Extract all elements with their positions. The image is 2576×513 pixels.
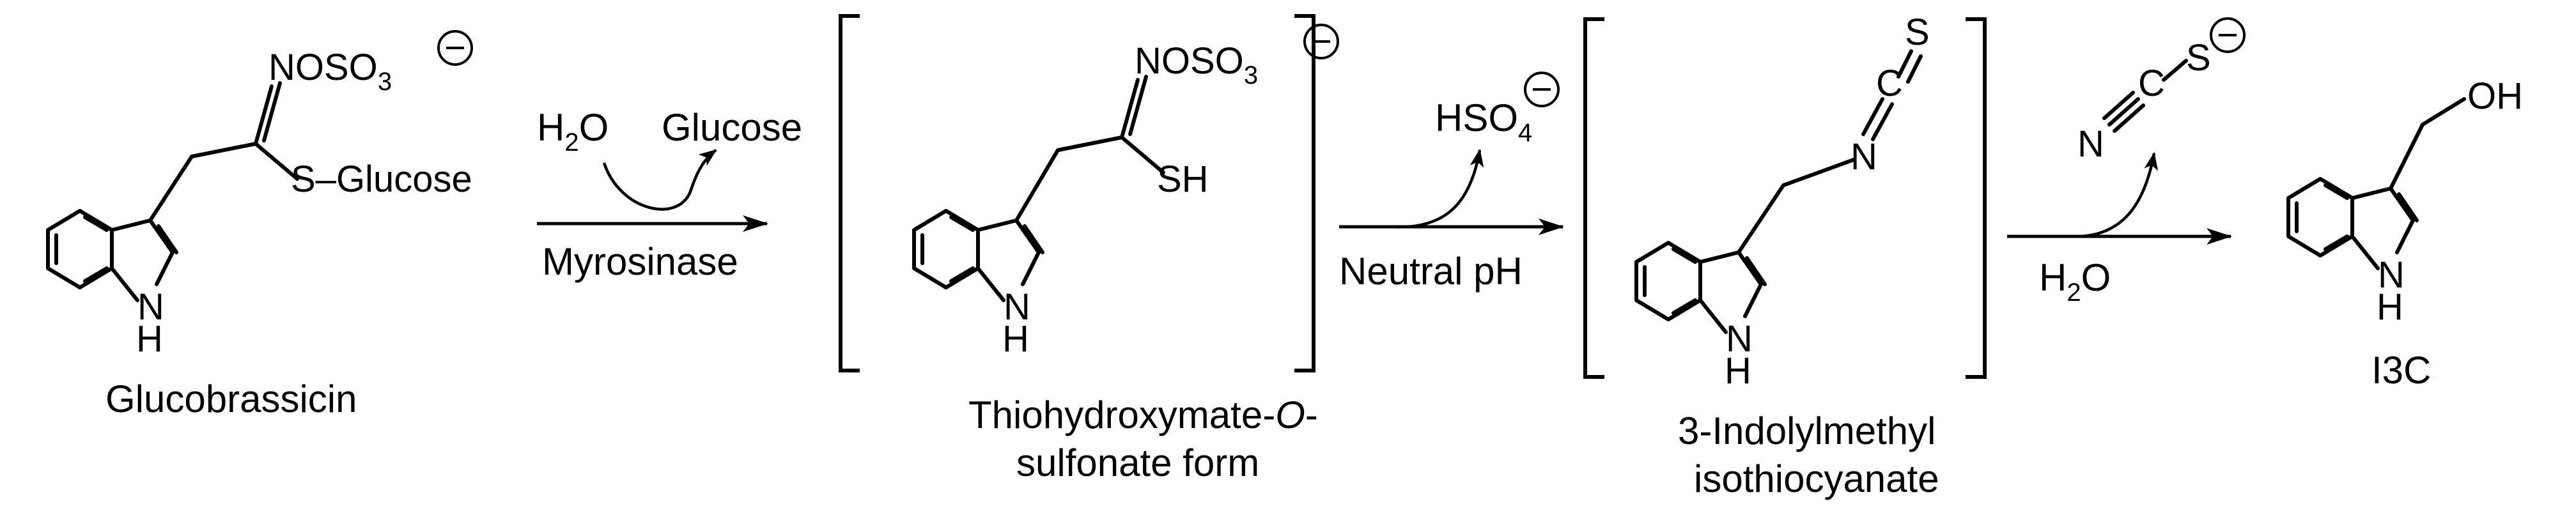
step2-byproduct: HSO4 bbox=[1435, 96, 1532, 147]
step3-byproduct-s: S bbox=[2186, 37, 2211, 79]
negative-charge-icon bbox=[2210, 17, 2246, 53]
step2-arrow bbox=[1339, 149, 1564, 235]
step3-byproduct-n: N bbox=[2077, 123, 2104, 165]
step3-byproduct bbox=[2102, 59, 2188, 133]
negative-charge-icon bbox=[1524, 72, 1560, 107]
isothiocyanate-nh-h: H bbox=[1725, 350, 1751, 392]
isothiocyanate-nh-n: N bbox=[1726, 318, 1753, 360]
intermediate1-bracket-left bbox=[839, 14, 860, 372]
isothiocyanate-s-atom: S bbox=[1905, 11, 1930, 53]
thiohydroximate-caption: Thiohydroxymate-O- sulfonate form bbox=[968, 394, 1318, 484]
step2-condition: Neutral pH bbox=[1339, 250, 1523, 293]
thiohydroximate-sh: SH bbox=[1157, 158, 1209, 200]
step1-catalyst: Myrosinase bbox=[542, 240, 738, 283]
thiohydroximate-structure bbox=[912, 75, 1165, 302]
isothiocyanate-structure bbox=[1634, 49, 1923, 334]
glucobrassicin-nh-n: N bbox=[137, 286, 164, 328]
glucobrassicin-nh-h: H bbox=[136, 318, 163, 360]
isothiocyanate-c-atom: C bbox=[1876, 63, 1903, 104]
indole-ring bbox=[46, 81, 299, 302]
step1-arrow bbox=[537, 149, 768, 232]
thiohydroximate-oxime-sulfate: NOSO3 bbox=[1135, 40, 1258, 89]
svg-text:Thiohydroxymate-O-: Thiohydroxymate-O- bbox=[968, 394, 1318, 436]
step3-byproduct-c: C bbox=[2138, 63, 2165, 104]
step3-arrow bbox=[2007, 152, 2232, 245]
glucobrassicin-oxime-sulfate: NOSO3 bbox=[268, 47, 392, 96]
negative-charge-icon bbox=[1303, 24, 1339, 59]
intermediate1-bracket-right bbox=[1294, 14, 1315, 372]
step1-glucose: Glucose bbox=[662, 106, 802, 149]
isothiocyanate-n-atom: N bbox=[1851, 136, 1877, 178]
i3c-nh-n: N bbox=[2378, 254, 2405, 296]
i3c-oh: OH bbox=[2467, 75, 2523, 117]
intermediate2-bracket-right bbox=[1966, 17, 1987, 379]
i3c-structure bbox=[2286, 97, 2466, 270]
step1-water: H2O bbox=[537, 106, 609, 157]
i3c-nh-h: H bbox=[2377, 286, 2403, 328]
svg-text:isothiocyanate: isothiocyanate bbox=[1694, 457, 1939, 500]
negative-charge-icon bbox=[437, 30, 473, 66]
step3-water: H2O bbox=[2039, 256, 2111, 307]
glucobrassicin-caption: Glucobrassicin bbox=[105, 378, 357, 420]
isothiocyanate-caption: 3-Indolylmethyl isothiocyanate bbox=[1678, 410, 1939, 500]
thiohydroximate-nh-n: N bbox=[1004, 286, 1030, 328]
glucobrassicin-s-glucose: S–Glucose bbox=[291, 158, 472, 200]
svg-text:3-Indolylmethyl: 3-Indolylmethyl bbox=[1678, 410, 1936, 452]
thiohydroximate-nh-h: H bbox=[1002, 318, 1029, 360]
glucobrassicin-structure: N H NOSO3 S–Glucose bbox=[46, 30, 473, 360]
i3c-caption: I3C bbox=[2371, 349, 2431, 392]
svg-text:sulfonate form: sulfonate form bbox=[1016, 441, 1259, 484]
intermediate2-bracket-left bbox=[1583, 17, 1604, 379]
